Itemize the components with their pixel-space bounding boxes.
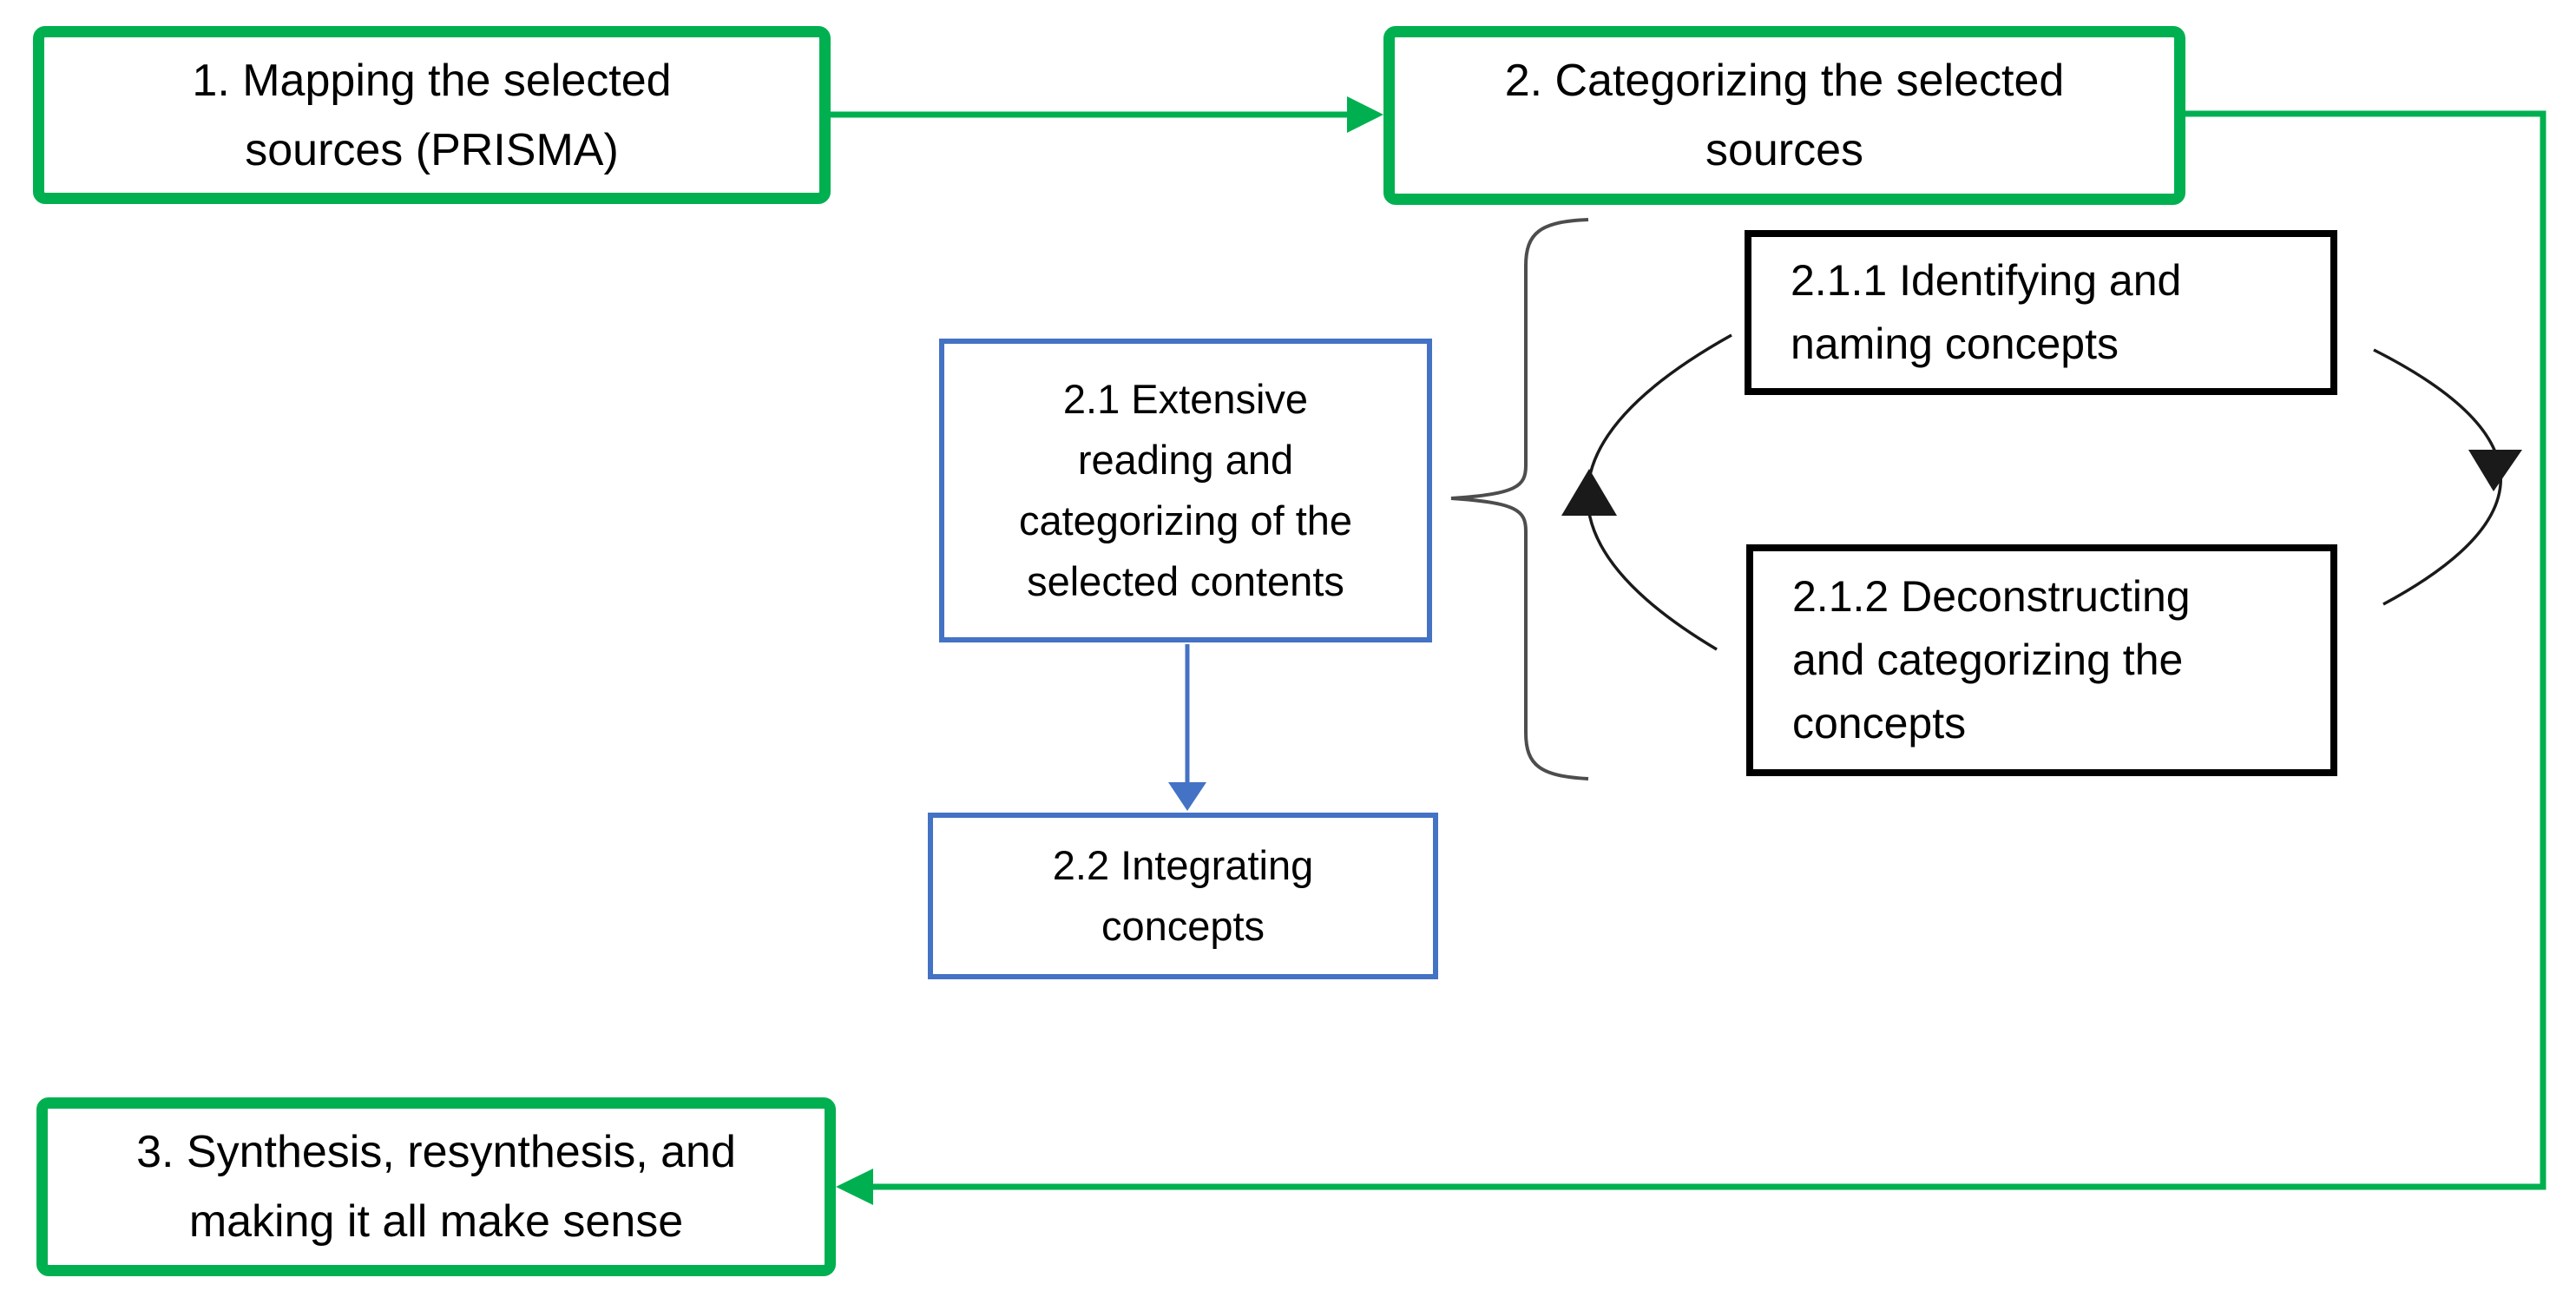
box-step2-line: 2. Categorizing the selected	[1504, 56, 2065, 106]
box-step2-1-2-line: concepts	[1792, 699, 1967, 747]
box-step2-1-line: 2.1 Extensive	[1062, 376, 1309, 422]
box-step2-1-1-line: naming concepts	[1791, 319, 2119, 368]
cycle-arc-down	[2373, 348, 2522, 606]
cycle-arc-up	[1561, 333, 1732, 651]
cycle-up-arrowhead	[1561, 469, 1617, 516]
box-step2-1-extensive-reading: 2.1 Extensive reading and categorizing o…	[939, 339, 1432, 642]
box-step2-1-2-line: and categorizing the	[1792, 636, 2184, 684]
box-step2-1-2-deconstructing: 2.1.2 Deconstructing and categorizing th…	[1746, 544, 2337, 776]
box-step2-1-line: selected contents	[1027, 558, 1344, 604]
box-step3-line: making it all make sense	[188, 1196, 684, 1247]
box-step3-line: 3. Synthesis, resynthesis, and	[136, 1127, 736, 1177]
box-step2-1-1-line: 2.1.1 Identifying and	[1791, 256, 2182, 305]
box-step1-mapping-sources: 1. Mapping the selected sources (PRISMA)	[33, 26, 831, 204]
arrow-step1-to-step2	[831, 96, 1383, 133]
box-step1-line: 1. Mapping the selected	[192, 55, 672, 106]
cycle-down-arrowhead	[2468, 450, 2522, 491]
box-step2-1-line: reading and	[1077, 437, 1294, 483]
box-step3-synthesis: 3. Synthesis, resynthesis, and making it…	[36, 1097, 836, 1276]
curly-brace	[1450, 218, 1589, 780]
arrow-step21-to-step22	[1168, 644, 1206, 811]
box-step1-line: sources (PRISMA)	[245, 124, 619, 175]
box-step2-1-line: categorizing of the	[1018, 497, 1353, 543]
box-step2-1-1-identifying-naming: 2.1.1 Identifying and naming concepts	[1745, 230, 2337, 395]
box-step2-categorizing-sources: 2. Categorizing the selected sources	[1383, 26, 2185, 205]
box-step2-2-integrating-concepts: 2.2 Integrating concepts	[928, 813, 1438, 979]
box-step2-2-line: concepts	[1101, 903, 1265, 949]
box-step2-1-2-line: 2.1.2 Deconstructing	[1792, 572, 2191, 621]
box-step2-2-line: 2.2 Integrating	[1052, 842, 1314, 888]
box-step2-line: sources	[1705, 125, 1864, 175]
